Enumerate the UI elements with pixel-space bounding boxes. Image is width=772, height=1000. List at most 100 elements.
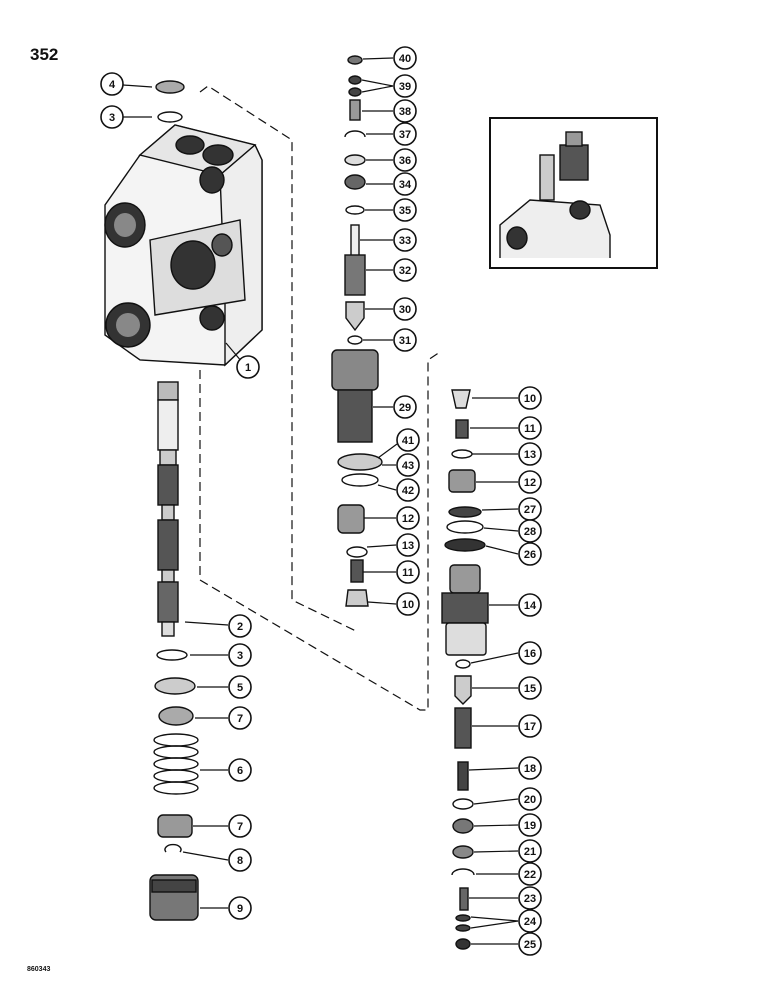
svg-text:16: 16 [524, 648, 536, 660]
svg-text:22: 22 [524, 869, 536, 881]
assembly-path-center [199, 85, 359, 633]
callout-23: 23 [469, 886, 542, 910]
svg-text:40: 40 [399, 53, 411, 65]
callout-41: 41 [377, 428, 420, 459]
figure-code: 860343 [27, 966, 51, 973]
callout-32: 32 [366, 258, 417, 282]
callout-35: 35 [365, 198, 417, 222]
svg-text:2: 2 [237, 621, 243, 633]
svg-text:14: 14 [524, 600, 537, 612]
svg-text:13: 13 [524, 449, 536, 461]
callout-37: 37 [366, 122, 417, 146]
svg-text:10: 10 [524, 393, 536, 405]
spool [157, 381, 179, 637]
callout-3b: 3 [190, 643, 252, 667]
svg-text:11: 11 [524, 423, 536, 435]
svg-text:7: 7 [237, 821, 243, 833]
svg-text:5: 5 [237, 682, 243, 694]
svg-text:28: 28 [524, 526, 536, 538]
svg-text:1: 1 [245, 362, 251, 374]
callout-9: 9 [200, 896, 252, 920]
callout-38: 38 [362, 99, 417, 123]
svg-text:29: 29 [399, 402, 411, 414]
svg-text:10: 10 [402, 599, 414, 611]
callout-13a: 13 [366, 533, 420, 557]
svg-text:33: 33 [399, 235, 411, 247]
callout-7b: 7 [193, 814, 252, 838]
svg-text:3: 3 [237, 650, 243, 662]
assembly-path-left [199, 351, 441, 711]
center-column-parts [331, 55, 383, 607]
callout-22: 22 [476, 862, 542, 886]
callout-26: 26 [485, 542, 542, 566]
callout-42: 42 [377, 478, 420, 502]
svg-text:42: 42 [402, 485, 414, 497]
callout-24: 24 [470, 909, 542, 933]
svg-text:19: 19 [524, 820, 536, 832]
svg-text:11: 11 [402, 567, 414, 579]
svg-text:15: 15 [524, 683, 536, 695]
svg-text:13: 13 [402, 540, 414, 552]
callout-14: 14 [489, 593, 542, 617]
callout-10a: 10 [367, 592, 420, 616]
svg-text:38: 38 [399, 106, 411, 118]
right-column-parts [441, 389, 489, 950]
callout-17: 17 [472, 714, 542, 738]
svg-text:24: 24 [524, 916, 537, 928]
callout-6: 6 [200, 758, 252, 782]
callout-36: 36 [366, 148, 417, 172]
svg-text:43: 43 [402, 460, 414, 472]
svg-text:35: 35 [399, 205, 411, 217]
callout-16: 16 [470, 641, 542, 665]
left-column-parts [149, 80, 199, 921]
valve-body [104, 124, 263, 367]
callout-4: 4 [100, 72, 153, 96]
callout-39: 39 [361, 74, 417, 98]
callout-18: 18 [468, 756, 542, 780]
svg-text:12: 12 [524, 477, 536, 489]
svg-text:7: 7 [237, 713, 243, 725]
svg-text:20: 20 [524, 794, 536, 806]
svg-text:36: 36 [399, 155, 411, 167]
svg-text:17: 17 [524, 721, 536, 733]
svg-text:30: 30 [399, 304, 411, 316]
svg-text:9: 9 [237, 903, 243, 915]
callout-31: 31 [363, 328, 417, 352]
svg-text:39: 39 [399, 81, 411, 93]
callout-21: 21 [473, 839, 542, 863]
callout-20: 20 [473, 787, 542, 811]
callout-13b: 13 [472, 442, 542, 466]
callout-2: 2 [184, 614, 252, 638]
svg-text:21: 21 [524, 846, 536, 858]
callout-28: 28 [483, 519, 542, 543]
callout-19: 19 [473, 813, 542, 837]
svg-text:34: 34 [399, 179, 412, 191]
svg-text:25: 25 [524, 939, 536, 951]
callout-5: 5 [197, 675, 252, 699]
callout-8: 8 [182, 848, 252, 872]
callout-10b: 10 [472, 386, 542, 410]
callout-12b: 12 [476, 470, 542, 494]
svg-text:26: 26 [524, 549, 536, 561]
callout-1: 1 [225, 342, 260, 379]
svg-text:3: 3 [109, 112, 115, 124]
callout-30: 30 [365, 297, 417, 321]
callout-34: 34 [366, 172, 417, 196]
callout-11a: 11 [363, 560, 420, 584]
callout-7a: 7 [195, 706, 252, 730]
svg-text:27: 27 [524, 504, 536, 516]
callout-40: 40 [362, 46, 417, 70]
callout-25: 25 [471, 932, 542, 956]
svg-text:37: 37 [399, 129, 411, 141]
page-number: 352 [30, 45, 59, 64]
svg-text:23: 23 [524, 893, 536, 905]
inset-view [489, 117, 658, 269]
callout-27: 27 [481, 497, 542, 521]
svg-text:12: 12 [402, 513, 414, 525]
svg-text:4: 4 [109, 79, 116, 91]
svg-text:31: 31 [399, 335, 411, 347]
callout-33: 33 [360, 228, 417, 252]
svg-text:18: 18 [524, 763, 536, 775]
